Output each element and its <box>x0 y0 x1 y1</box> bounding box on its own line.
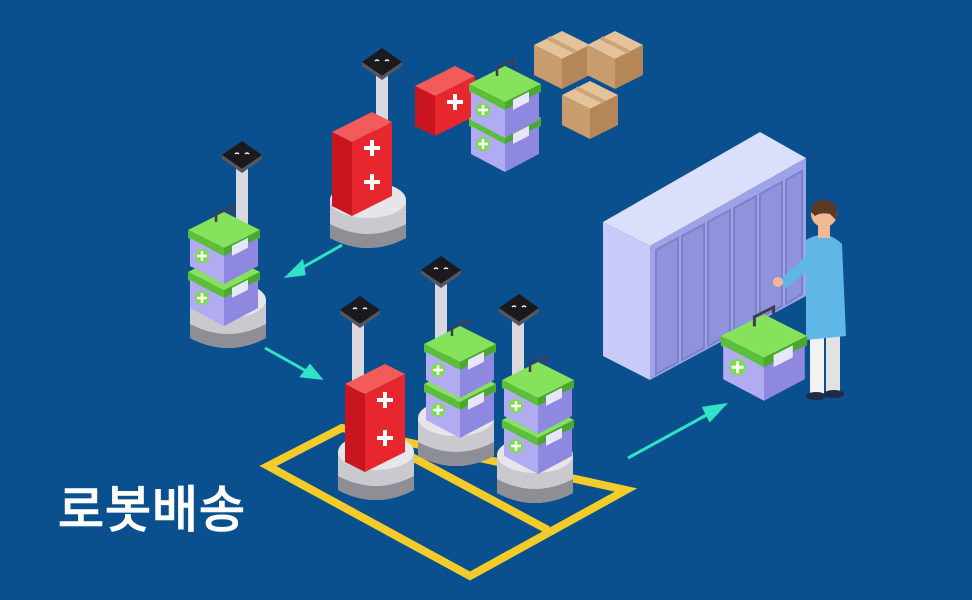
arrow-icon <box>283 243 343 279</box>
delivery-robot <box>330 47 406 248</box>
floor-parking-zone <box>259 423 638 581</box>
person-icon <box>773 199 846 400</box>
cardboard-box-icon <box>532 29 592 91</box>
arrow-icon <box>264 346 324 380</box>
robot-head-icon <box>361 47 403 81</box>
robot-head-icon <box>339 295 381 329</box>
delivery-robot <box>497 293 576 503</box>
cardboard-box-icon <box>560 79 620 141</box>
cardboard-box-stack <box>532 29 645 141</box>
robot-head-icon <box>221 140 263 174</box>
first-aid-kit-icon <box>413 64 477 138</box>
delivery-robot <box>418 255 498 466</box>
arrow-icon <box>627 402 729 460</box>
page-title: 로봇배송 <box>58 481 246 539</box>
delivery-robot <box>186 140 266 348</box>
locker-icon <box>603 132 806 380</box>
cardboard-box-icon <box>585 29 645 91</box>
delivery-robot <box>338 295 414 500</box>
robot-head-icon <box>420 255 462 289</box>
robot-head-icon <box>498 293 540 327</box>
